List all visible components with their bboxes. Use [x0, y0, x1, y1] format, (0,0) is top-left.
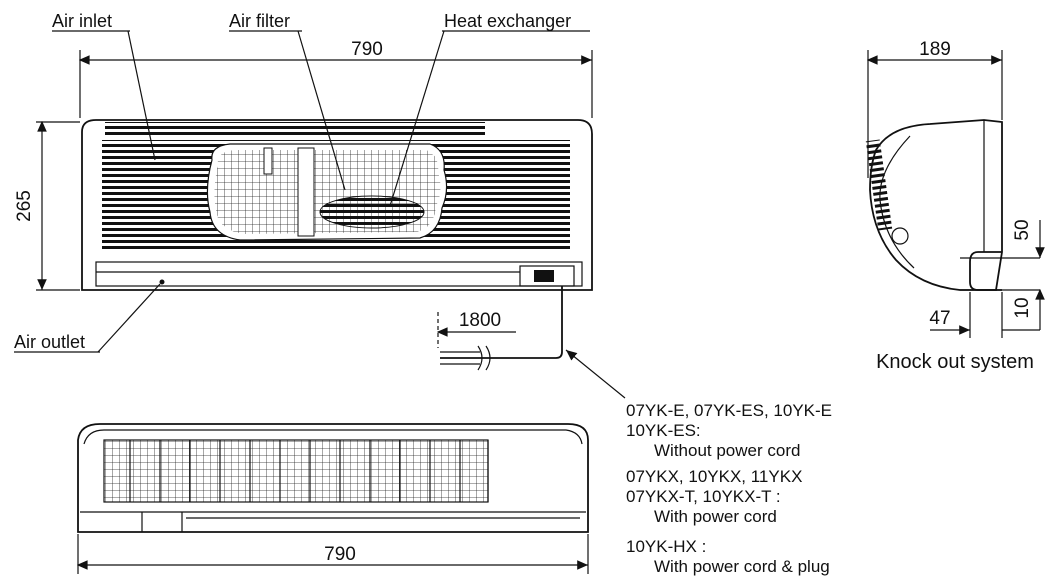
bottom-width-label: 790	[324, 544, 356, 565]
note-line: 10YK-ES:	[626, 421, 701, 440]
cord-length-label: 1800	[459, 310, 501, 331]
front-height-label: 265	[14, 190, 35, 222]
model-notes: 07YK-E, 07YK-ES, 10YK-E 10YK-ES: Without…	[626, 401, 832, 576]
air-inlet-label: Air inlet	[52, 11, 112, 31]
side-depth-label: 189	[919, 39, 951, 60]
note-line: Without power cord	[654, 441, 800, 460]
side-view	[865, 119, 1040, 291]
knock-out-system-label: Knock out system	[876, 351, 1034, 373]
note-line: 10YK-HX :	[626, 537, 706, 556]
front-view	[81, 119, 593, 371]
knockout-height-label: 50	[1012, 219, 1033, 240]
front-width-label: 790	[351, 39, 383, 60]
note-line: 07YKX, 10YKX, 11YKX	[626, 467, 802, 486]
knockout-offset-vertical-label: 10	[1012, 297, 1033, 318]
heat-exchanger-label: Heat exchanger	[444, 11, 571, 31]
air-filter-label: Air filter	[229, 11, 290, 31]
note-line: 07YKX-T, 10YKX-T :	[626, 487, 781, 506]
side-dimensions: 189 50 10 47 Knock out system	[866, 39, 1045, 373]
callouts: Air inlet Air filter Heat exchanger Air …	[14, 11, 626, 399]
front-dimensions: 790 265 1800	[14, 39, 593, 337]
note-line: 07YK-E, 07YK-ES, 10YK-E	[626, 401, 832, 420]
note-line: With power cord	[654, 507, 777, 526]
bottom-view	[77, 423, 589, 533]
note-line: With power cord & plug	[654, 557, 830, 576]
knockout-offset-horizontal-label: 47	[929, 308, 950, 329]
air-outlet-label: Air outlet	[14, 332, 85, 352]
bottom-dimensions: 790	[76, 534, 589, 574]
